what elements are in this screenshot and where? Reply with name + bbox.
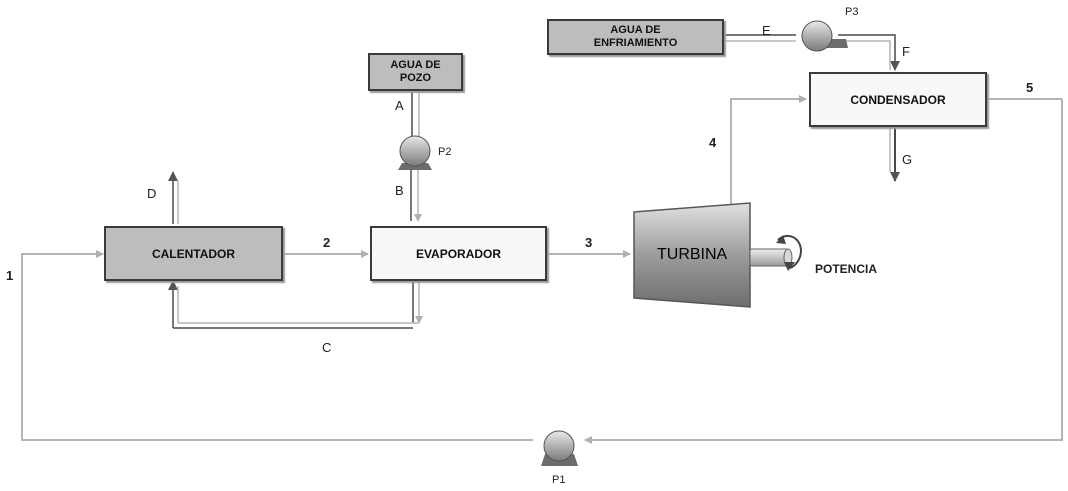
condensador-unit: CONDENSADOR (809, 72, 987, 127)
stream-2-label: 2 (323, 235, 331, 250)
stream-C-label: C (322, 340, 332, 355)
stream-E-line (724, 34, 796, 42)
calentador-unit: CALENTADOR (104, 226, 283, 281)
calentador-label: CALENTADOR (151, 246, 236, 261)
stream-E-label: E (762, 23, 771, 38)
stream-B-label: B (395, 183, 404, 198)
evaporador-unit: EVAPORADOR (370, 226, 547, 281)
stream-4-line (730, 95, 807, 212)
agua-de-enfriamiento-source: AGUA DE ENFRIAMIENTO (547, 19, 724, 55)
agua-de-enfriamiento-label: AGUA DE ENFRIAMIENTO (593, 24, 678, 49)
rotation-arrow-icon (776, 234, 803, 271)
turbina-label: TURBINA (657, 246, 728, 263)
stream-A-line (411, 92, 420, 136)
stream-G-line (889, 128, 900, 182)
stream-5-label: 5 (1026, 80, 1034, 95)
agua-de-pozo-label: AGUA DE POZO (390, 59, 441, 84)
turbine-body (633, 202, 751, 308)
pump-p1-label: P1 (552, 474, 566, 486)
pump-p3-icon (801, 20, 848, 52)
stream-D-label: D (147, 186, 157, 201)
pump-p1-icon (541, 430, 578, 466)
pump-p3-label: P3 (845, 6, 859, 18)
stream-1-label: 1 (6, 268, 14, 283)
agua-de-pozo-source: AGUA DE POZO (368, 53, 463, 91)
pump-p2-icon (398, 135, 432, 170)
stream-F-line (838, 34, 900, 71)
stream-B-line (410, 168, 422, 222)
evaporador-label: EVAPORADOR (415, 246, 502, 261)
stream-3-label: 3 (585, 235, 593, 250)
stream-D-line (168, 171, 179, 224)
stream-F-label: F (902, 44, 910, 59)
turbine-shaft (749, 248, 789, 267)
stream-4-label: 4 (709, 135, 717, 150)
stream-G-label: G (902, 152, 913, 167)
pump-p2-label: P2 (438, 146, 452, 158)
condensador-label: CONDENSADOR (850, 92, 946, 107)
stream-C-line (168, 280, 423, 329)
potencia-label: POTENCIA (815, 262, 878, 276)
stream-A-label: A (395, 98, 404, 113)
stream-1-line (21, 130, 1063, 444)
